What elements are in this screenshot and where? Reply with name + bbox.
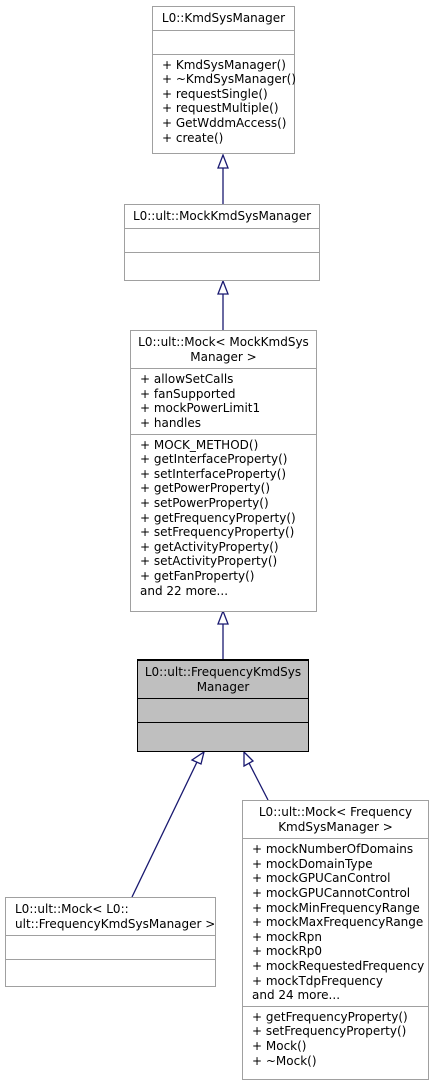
- method: + getFrequencyProperty(): [252, 1009, 408, 1024]
- method: + getFanProperty(): [140, 568, 255, 583]
- method: + setFrequencyProperty(): [252, 1024, 407, 1039]
- attribute: + mockGPUCanControl: [252, 871, 391, 886]
- attribute: + fanSupported: [140, 386, 236, 401]
- arrow-mockfreq-to-freq: [243, 750, 255, 768]
- method: + requestSingle(): [162, 86, 268, 101]
- edge-mockfreq-to-freq: [248, 762, 269, 801]
- attributes-section: [138, 698, 308, 722]
- class-title-line: KmdSysManager >: [278, 819, 393, 834]
- attribute: + mockPowerLimit1: [140, 401, 261, 416]
- class-frequency-kmd-sys-manager[interactable]: L0::ult::FrequencyKmdSys Manager: [137, 659, 309, 752]
- arrow-mockt-to-mockkmd: [217, 279, 229, 295]
- method: + KmdSysManager(): [162, 57, 286, 72]
- method: and 22 more...: [140, 583, 229, 598]
- method: + getActivityProperty(): [140, 539, 279, 554]
- method: + GetWddmAccess(): [162, 115, 287, 130]
- methods-section: + MOCK_METHOD() + getInterfaceProperty()…: [131, 433, 316, 602]
- arrow-mockkmd-to-kmd: [217, 153, 229, 169]
- methods-section: [6, 959, 215, 983]
- method: + getPowerProperty(): [140, 481, 270, 496]
- class-kmd-sys-manager[interactable]: L0::KmdSysManager + KmdSysManager() + ~K…: [152, 6, 297, 154]
- class-title-line: L0::ult::Mock< Frequency: [258, 805, 413, 819]
- class-mock-mock-kmd-sys-manager[interactable]: L0::ult::Mock< MockKmdSys Manager > + al…: [130, 330, 317, 612]
- methods-section: [138, 722, 308, 746]
- method: + setFrequencyProperty(): [140, 525, 295, 540]
- class-title: L0::ult::Mock< L0:: ult::FrequencyKmdSys…: [6, 898, 215, 935]
- attribute: + mockRpn: [252, 929, 323, 944]
- attribute: + mockNumberOfDomains: [252, 842, 414, 857]
- attributes-section: [6, 935, 215, 959]
- methods-section: + KmdSysManager() + ~KmdSysManager() + r…: [153, 53, 297, 149]
- method: + setActivityProperty(): [140, 554, 278, 569]
- method: + getInterfaceProperty(): [140, 452, 288, 467]
- method: + create(): [162, 130, 224, 145]
- method: + Mock(): [252, 1038, 307, 1053]
- class-title-line: ult::FrequencyKmdSysManager >: [15, 916, 216, 931]
- class-title-line: L0::ult::Mock< L0::: [15, 902, 129, 916]
- attribute: + mockTdpFrequency: [252, 973, 384, 988]
- attributes-section: + allowSetCalls + fanSupported + mockPow…: [131, 368, 316, 433]
- class-title: L0::ult::Mock< MockKmdSys Manager >: [131, 331, 316, 368]
- edge-mockl0-to-freq: [131, 761, 198, 898]
- attributes-section: [125, 227, 319, 252]
- attribute: + mockGPUCannotControl: [252, 885, 411, 900]
- class-title-line: L0::ult::FrequencyKmdSys: [144, 665, 302, 679]
- class-title-line: L0::ult::MockKmdSysManager: [132, 209, 312, 223]
- attribute: and 24 more...: [252, 988, 341, 1003]
- arrow-mockl0-to-freq: [190, 750, 206, 765]
- method: + setInterfaceProperty(): [140, 466, 287, 481]
- class-mock-kmd-sys-manager[interactable]: L0::ult::MockKmdSysManager: [124, 204, 320, 281]
- attribute: + mockRp0: [252, 944, 323, 959]
- class-title: L0::ult::MockKmdSysManager: [125, 205, 319, 228]
- class-title-line: L0::ult::Mock< MockKmdSys: [138, 335, 309, 349]
- class-mock-frequency-kmd-sys-manager[interactable]: L0::ult::Mock< Frequency KmdSysManager >…: [242, 800, 429, 1080]
- class-title: L0::ult::FrequencyKmdSys Manager: [138, 660, 308, 698]
- class-title: L0::KmdSysManager: [153, 7, 294, 30]
- attribute: + mockMinFrequencyRange: [252, 900, 420, 915]
- method: + getFrequencyProperty(): [140, 510, 296, 525]
- method: + requestMultiple(): [162, 101, 279, 116]
- method: + setPowerProperty(): [140, 495, 269, 510]
- class-title: L0::ult::Mock< Frequency KmdSysManager >: [243, 801, 428, 838]
- class-title-line: Manager >: [190, 349, 257, 364]
- attribute: + mockMaxFrequencyRange: [252, 915, 424, 930]
- attributes-section: + mockNumberOfDomains + mockDomainType +…: [243, 838, 428, 1006]
- methods-section: + getFrequencyProperty() + setFrequencyP…: [243, 1005, 428, 1071]
- class-title-line: Manager: [196, 679, 250, 694]
- attribute: + mockRequestedFrequency: [252, 958, 425, 973]
- method: + ~KmdSysManager(): [162, 72, 297, 87]
- method: + ~Mock(): [252, 1053, 317, 1068]
- attribute: + mockDomainType: [252, 856, 373, 871]
- class-title-line: L0::KmdSysManager: [161, 11, 286, 25]
- attribute: + allowSetCalls: [140, 372, 234, 387]
- attribute: + handles: [140, 415, 202, 430]
- arrow-freq-to-mockt: [217, 609, 229, 625]
- attributes-section: [153, 29, 294, 54]
- method: + MOCK_METHOD(): [140, 437, 259, 452]
- class-mock-frequency-kmd-sys-manager-ult[interactable]: L0::ult::Mock< L0:: ult::FrequencyKmdSys…: [5, 897, 216, 987]
- methods-section: [125, 251, 319, 276]
